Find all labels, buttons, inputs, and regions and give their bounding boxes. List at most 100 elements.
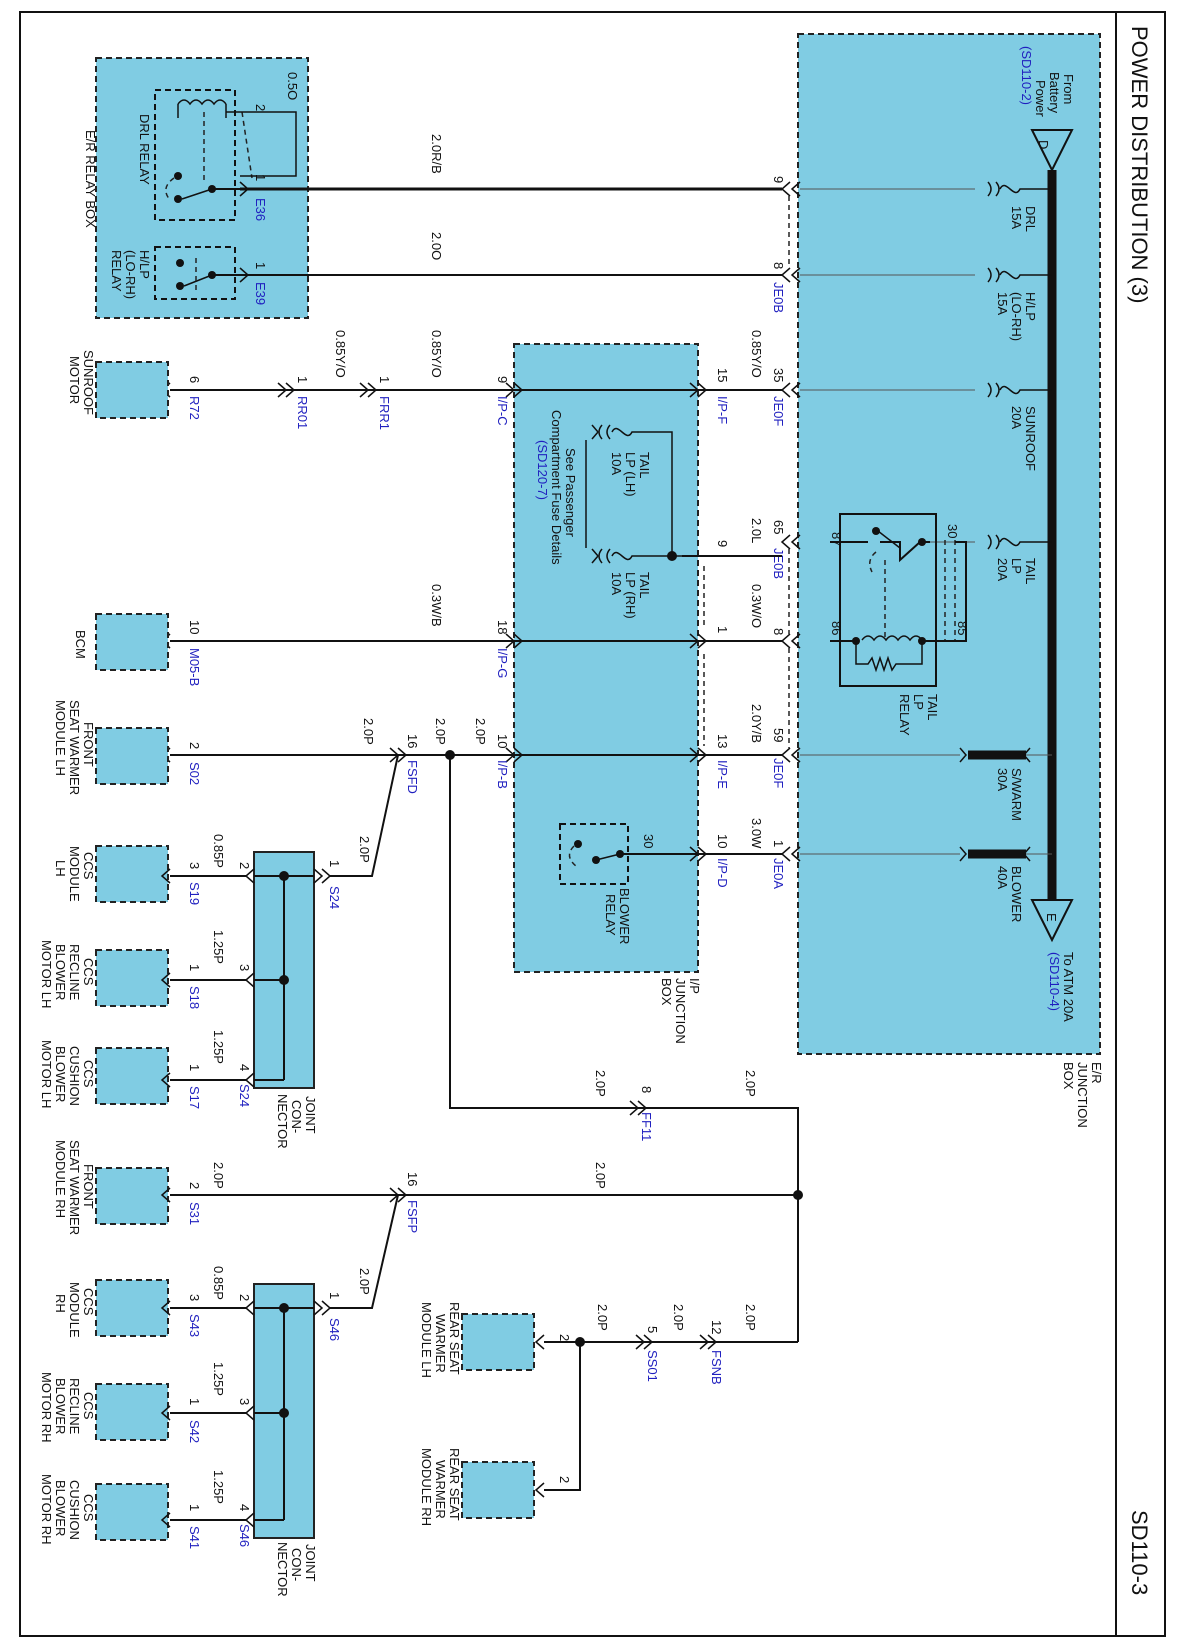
ccs-cushion-rh-box [95,1483,169,1541]
conn-ff11: FF11 [639,1112,654,1141]
pin-s24-2: 2 [237,862,252,869]
fuse-hlp-line2: (LO-RH) [1009,292,1024,341]
drl-relay-wire: 0.5O [285,72,300,100]
er-box-label1: E/R [1089,1062,1104,1084]
pin-frr1-1: 1 [377,376,392,383]
ccs-cushion-lh-4: MOTOR LH [39,1040,54,1108]
conn-s17: S17 [187,1086,202,1109]
wire-drl-label: 2.0R/B [429,134,444,174]
fswm-lh-2: SEAT WARMER [67,700,82,795]
rear-lh-3: MODULE LH [419,1302,434,1378]
ccs-recline-rh-1: CCS [81,1392,96,1420]
ip-tail-lh-3: 10A [609,452,624,475]
ip-tail-rh-3: 10A [609,572,624,595]
fuse-drl-line1: DRL [1023,206,1038,232]
pin-s41-1: 1 [187,1504,202,1511]
pin-ff11-8: 8 [639,1086,654,1093]
ccs-recline-lh-box [95,949,169,1007]
tail-relay-label3: RELAY [897,694,912,736]
pin-s17-1: 1 [187,1064,202,1071]
pin-s46-2: 2 [237,1294,252,1301]
conn-ipc: I/P-C [495,396,510,426]
blower-relay-pin: 30 [641,834,656,848]
conn-frr1: FRR1 [377,396,392,430]
ccs-recline-rh-box [95,1383,169,1441]
ccs-module-rh-box [95,1279,169,1337]
wire-rear-rh [544,1342,581,1491]
pin-je0f-35: 35 [771,368,786,382]
conn-s24-2: S24 [237,1084,252,1107]
ccs-recline-rh-2: RECLINE [67,1378,82,1435]
wire-s41-label: 1.25P [211,1470,226,1504]
joint1-label-3: NECTOR [275,1094,290,1149]
wire-sr1-label: 0.85Y/O [749,330,764,378]
conn-s18: S18 [187,986,202,1009]
ccs-rh-3: RH [53,1294,68,1313]
pin-m05b-10: 10 [187,620,202,634]
pin-s43-3: 3 [187,1294,202,1301]
conn-fsfp: FSFP [405,1200,420,1233]
fuse-blower-line1: BLOWER [1009,866,1024,922]
hlp-relay-connector: E39 [253,282,268,305]
hlp-relay: 1 E39 H/LP (LO-RH) RELAY [109,246,268,305]
wire-sr2-label: 0.85Y/O [429,330,444,378]
rear-lh-2: WARMER [433,1314,448,1373]
to-pin-label: E [1044,913,1059,922]
pin-ipe-13: 13 [715,734,730,748]
ccs-lh-1: CCS [81,852,96,880]
ccs-cushion-rh-1: CCS [81,1494,96,1522]
ip-box-label2: JUNCTION [673,978,688,1044]
fswm-rh-1: FRONT [81,1164,96,1209]
fuse-blower: BLOWER 40A [800,846,1052,922]
wire-fsfp-s46 [330,1194,399,1309]
pin-ipf-15: 15 [715,368,730,382]
ccs-cushion-rh-3: BLOWER [53,1480,68,1536]
drl-relay-pin2: 2 [253,104,268,111]
fuse-swarm-line2: 30A [995,768,1010,791]
rear-seat-lh-box [461,1313,535,1371]
wire-fsfp-label: 2.0P [593,1162,608,1189]
conn-s19: S19 [187,882,202,905]
conn-ipf: I/P-F [715,396,730,424]
conn-s46-2: S46 [237,1524,252,1547]
drl-relay-pin1: 1 [253,174,268,181]
tail-relay-label2: LP [911,694,926,710]
rear-rh-1: REAR SEAT [447,1448,462,1521]
drl-relay-connector: E36 [253,198,268,221]
fswm-rh-box [95,1167,169,1225]
hlp-relay-label1: H/LP [137,250,152,279]
to-atm-ref: (SD110-4) [1047,952,1062,1011]
from-battery-ref: (SD110-2) [1019,46,1034,105]
fuse-swarm: S/WARM 30A [800,747,1052,821]
ccs-cushion-lh-box [95,1047,169,1105]
pin-je0b-9: 9 [771,176,786,183]
bcm-label: BCM [73,630,88,659]
ccs-cushion-lh-2: CUSHION [67,1046,82,1106]
hlp-relay-label2: (LO-RH) [123,250,138,299]
pin-r72-6: 6 [187,376,202,383]
joint1-label-1: JOINT [303,1096,318,1134]
ccs-cushion-rh-4: MOTOR RH [39,1474,54,1545]
rear-lh-1: REAR SEAT [447,1302,462,1375]
ccs-rh-1: CCS [81,1288,96,1316]
fswm-rh-3: MODULE RH [53,1140,68,1218]
pin-fsnb-12: 12 [709,1320,724,1334]
joint2-label-2: CON- [289,1548,304,1581]
conn-ipe: I/P-E [715,760,730,789]
pin-s24-3: 3 [237,964,252,971]
wire-ff11a-label: 2.0P [593,1070,608,1097]
fuse-sunroof-line1: SUNROOF [1023,406,1038,471]
conn-s41: S41 [187,1526,202,1549]
from-battery-line2: Battery [1047,72,1062,114]
ccs-cushion-lh-3: BLOWER [53,1046,68,1102]
pin-rr01-1: 1 [295,376,310,383]
pin-rear-lh-2: 2 [557,1334,572,1341]
pin-ipc-9: 9 [495,376,510,383]
conn-s02: S02 [187,762,202,785]
wire-bcm1-label: 0.3W/O [749,584,764,628]
conn-r72: R72 [187,396,202,420]
wire-hlp-label: 2.0O [429,232,444,260]
conn-ipd: I/P-D [715,858,730,888]
page-title: POWER DISTRIBUTION (3) [1127,26,1152,303]
